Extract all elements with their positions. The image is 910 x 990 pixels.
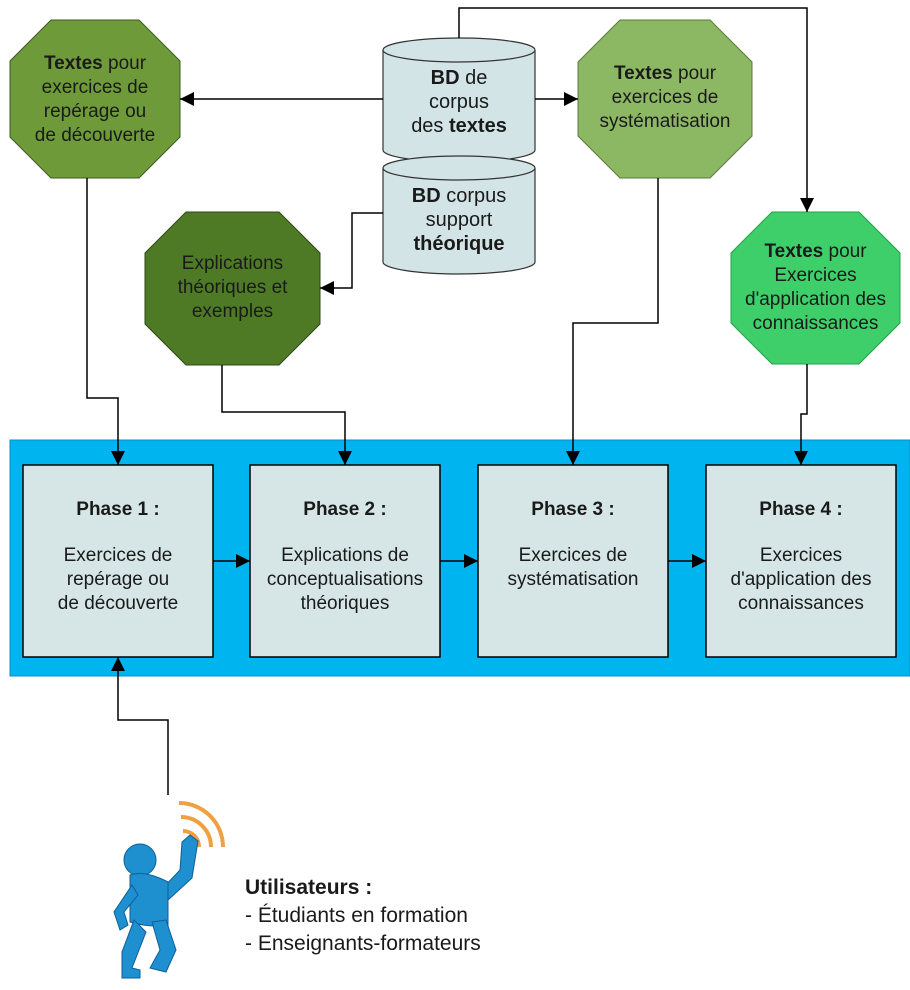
oct-application-line3: d'application des [745, 289, 886, 310]
octagon-explications-label: Explications théoriques et exemples [145, 252, 320, 324]
phase-1-line3: de découverte [57, 593, 179, 614]
arrow-explications-to-phase2 [221, 365, 352, 465]
octagon-explications-theoriques [144, 211, 321, 366]
phase-3-label: Phase 3 : Exercices de systématisation [478, 498, 668, 592]
oct-systematisation-line2: exercices de [611, 87, 719, 108]
phase-2-line3: théoriques [300, 593, 390, 614]
arrow-user-to-phase1 [111, 657, 169, 795]
phase-4-label: Phase 4 : Exercices d'application des co… [706, 498, 896, 616]
phase-2-box [249, 464, 441, 658]
phase-3-title: Phase 3 : [531, 499, 615, 520]
db-bottom-line1: corpus [440, 185, 507, 207]
phase-2-label: Phase 2 : Explications de conceptualisat… [250, 498, 440, 616]
database-corpus-theorique [382, 155, 536, 275]
oct-application-line1: pour [823, 241, 867, 262]
users-item-students: - Étudiants en formation [245, 904, 468, 927]
users-legend: Utilisateurs : - Étudiants en formation … [245, 874, 481, 958]
phase-4-line3: connaissances [738, 593, 864, 614]
db-bottom-line3-bold: théorique [413, 233, 505, 255]
oct-application-line4: connaissances [752, 313, 879, 334]
phase-1-box [22, 464, 214, 658]
arrow-systematisation-to-phase3 [566, 178, 659, 465]
phase-4-line1: Exercices [759, 545, 843, 566]
db-top-line1: de [459, 67, 488, 89]
oct-reperage-line1: pour [102, 53, 147, 74]
oct-reperage-line2: exercices de [41, 77, 149, 98]
oct-explications-line3: exemples [191, 301, 274, 322]
arrow-application-to-phase4 [794, 364, 808, 465]
database-corpus-textes-label: BD de corpus des textes [383, 66, 535, 138]
phase-3-box [477, 464, 669, 658]
database-corpus-theorique-label: BD corpus support théorique [383, 184, 535, 256]
phase-2-line2: conceptualisations [266, 569, 424, 590]
octagon-textes-reperage [9, 19, 181, 179]
db-bottom-bold: BD [411, 185, 441, 207]
oct-systematisation-bold: Textes [613, 63, 673, 84]
octagon-textes-application-label: Textes pour Exercices d'application des … [731, 240, 900, 336]
db-top-line2: corpus [428, 91, 490, 113]
phase-4-title: Phase 4 : [759, 499, 843, 520]
phase-1-line2: repérage ou [66, 569, 170, 590]
oct-reperage-bold: Textes [43, 53, 103, 74]
phase-3-line1: Exercices de [518, 545, 628, 566]
octagon-textes-systematisation-label: Textes pour exercices de systématisation [578, 62, 752, 134]
arrow-db-to-application [458, 7, 814, 212]
users-item-teachers: - Enseignants-formateurs [245, 932, 481, 955]
db-top-bold: BD [430, 67, 460, 89]
oct-reperage-line4: de découverte [34, 125, 156, 146]
phase-4-line2: d'application des [730, 569, 872, 590]
arrow-db-to-explications [320, 212, 383, 295]
oct-application-line2: Exercices [774, 265, 857, 286]
db-bottom-line2: support [425, 209, 493, 231]
oct-explications-line1: Explications [181, 253, 284, 274]
arrow-reperage-to-phase1 [86, 178, 125, 465]
user-figure-icon [113, 801, 225, 979]
db-top-line3-bold: textes [449, 115, 507, 137]
users-title: Utilisateurs : [245, 876, 373, 899]
database-corpus-textes [382, 37, 536, 163]
phase-2-line1: Explications de [281, 545, 409, 566]
db-top-line3-pre: des [411, 115, 449, 137]
phase-1-label: Phase 1 : Exercices de repérage ou de dé… [23, 498, 213, 616]
octagon-textes-reperage-label: Textes pour exercices de repérage ou de … [10, 52, 180, 148]
phase-4-box [705, 464, 897, 658]
octagon-textes-systematisation [577, 19, 753, 179]
oct-application-bold: Textes [764, 241, 824, 262]
phase-3-line2: systématisation [507, 569, 639, 590]
phase-1-title: Phase 1 : [76, 499, 160, 520]
octagon-textes-application [730, 211, 901, 365]
oct-explications-line2: théoriques et [177, 277, 288, 298]
phase-1-line1: Exercices de [63, 545, 173, 566]
phase-2-title: Phase 2 : [303, 499, 387, 520]
oct-systematisation-line1: pour [672, 63, 717, 84]
oct-systematisation-line3: systématisation [599, 111, 731, 132]
oct-reperage-line3: repérage ou [43, 101, 147, 122]
